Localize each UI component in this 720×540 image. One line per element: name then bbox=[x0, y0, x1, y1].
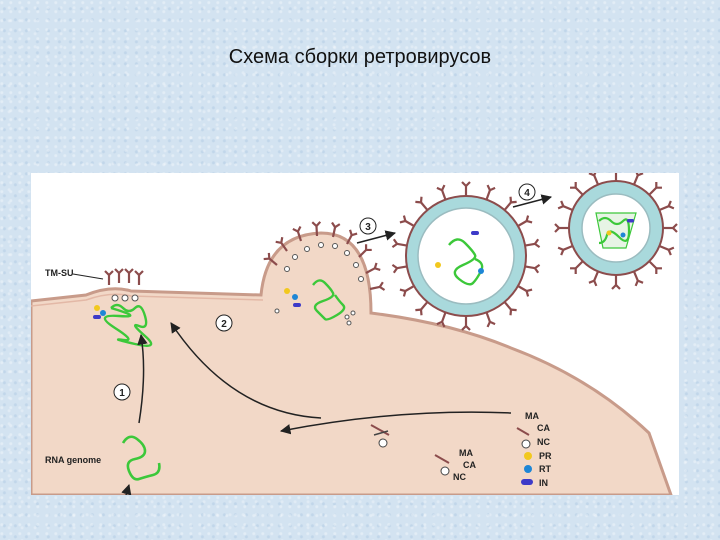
step-1-marker: 1 bbox=[113, 383, 131, 401]
step-4-arrow bbox=[512, 194, 553, 208]
tm-su-label: TM-SU bbox=[45, 268, 74, 278]
svg-text:4: 4 bbox=[524, 188, 530, 199]
legend-pr: PR bbox=[539, 451, 552, 461]
rna-genome-label: RNA genome bbox=[45, 455, 101, 465]
rna-genome-4 bbox=[598, 216, 631, 245]
gag-label-ca: CA bbox=[463, 460, 476, 470]
legend-nc: NC bbox=[537, 437, 550, 447]
svg-text:1: 1 bbox=[119, 388, 125, 399]
cell-membrane-inner bbox=[31, 293, 264, 307]
step-2-marker: 2 bbox=[215, 314, 233, 332]
budding-virion bbox=[262, 220, 386, 326]
step-3-marker: 3 bbox=[359, 217, 377, 235]
retrovirus-assembly-diagram: 1 2 3 4 TM-SU RNA genome MA CA NC bbox=[31, 173, 679, 495]
legend-ma: MA bbox=[525, 411, 539, 421]
free-rna-genome bbox=[121, 435, 161, 481]
return-arrow bbox=[279, 411, 512, 435]
tm-su-pointer bbox=[72, 273, 104, 280]
svg-text:2: 2 bbox=[221, 319, 227, 330]
immature-virion bbox=[405, 195, 527, 317]
legend-ca: CA bbox=[537, 423, 550, 433]
gag-precursor-2 bbox=[434, 454, 450, 476]
budding-site-1 bbox=[93, 267, 153, 347]
mature-virion bbox=[568, 180, 664, 276]
slide-title: Схема сборки ретровирусов bbox=[228, 46, 492, 68]
gag-label-ma: MA bbox=[459, 448, 473, 458]
step-1-arrow bbox=[137, 333, 148, 424]
step-4-marker: 4 bbox=[518, 183, 536, 201]
gag-precursor-1 bbox=[370, 424, 390, 448]
gag-pol-legend: MA CA NC PR RT IN bbox=[516, 411, 552, 488]
step-3-arrow bbox=[356, 230, 397, 244]
input-arrow bbox=[121, 483, 132, 495]
step-2-arrow bbox=[170, 322, 322, 419]
rna-genome-2 bbox=[312, 279, 346, 321]
legend-rt: RT bbox=[539, 464, 551, 474]
legend-in: IN bbox=[539, 478, 548, 488]
svg-text:3: 3 bbox=[365, 222, 371, 233]
gag-label-nc: NC bbox=[453, 472, 466, 482]
